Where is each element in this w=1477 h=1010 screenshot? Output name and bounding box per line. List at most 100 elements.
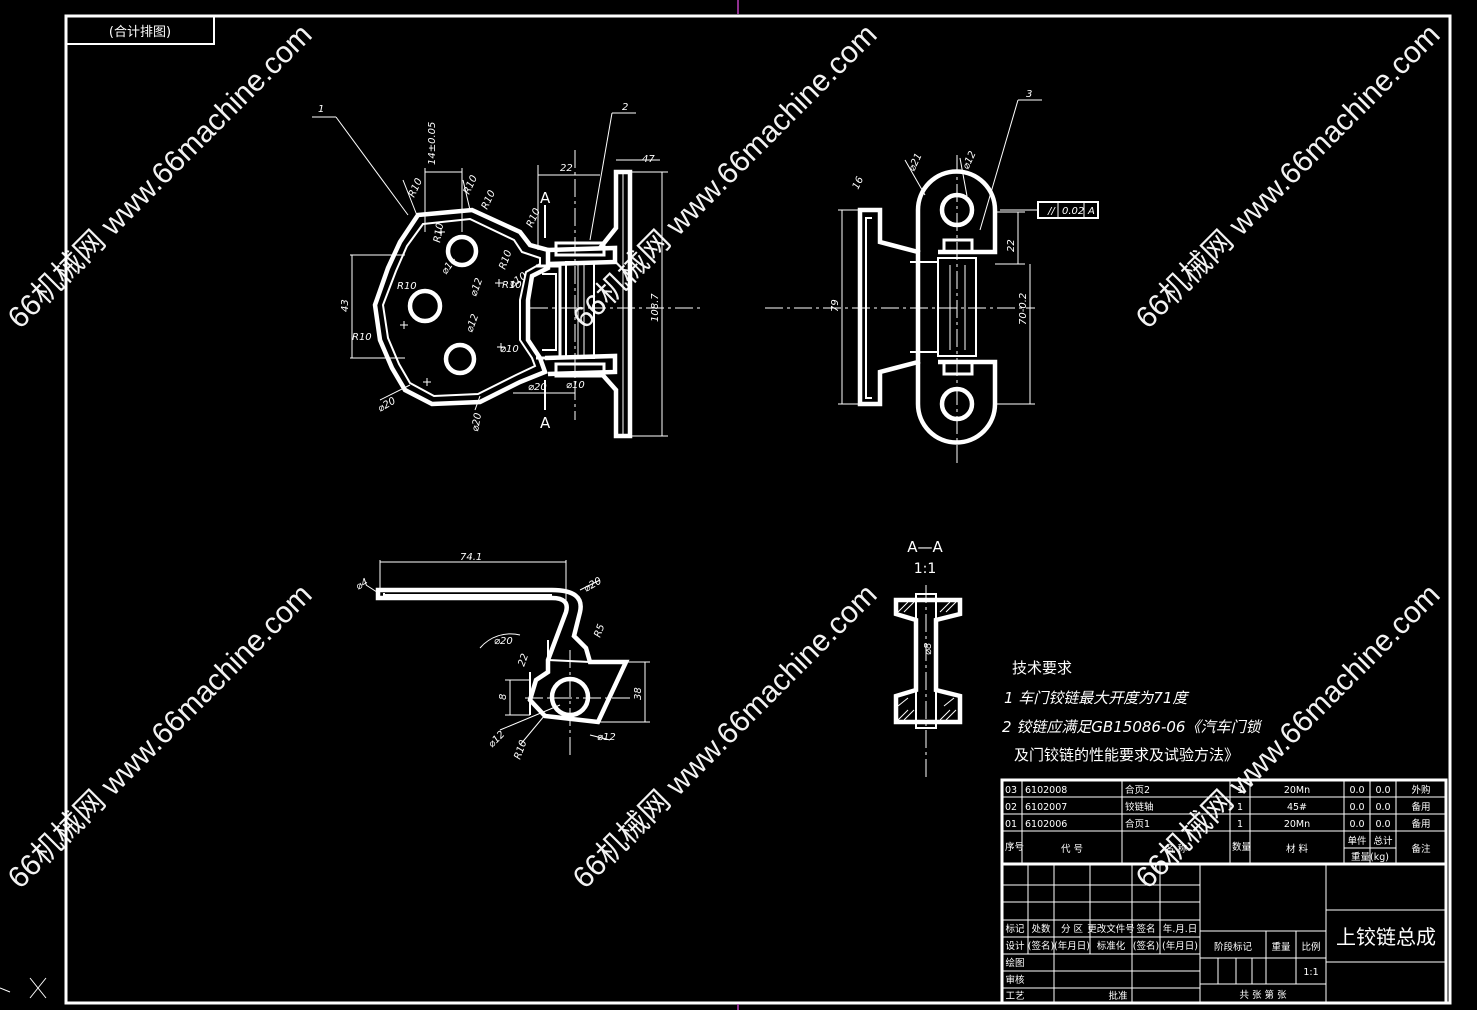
tb-scale-value: 1:1 <box>1303 967 1318 978</box>
dim-side-70: 70-0.2 <box>1018 293 1029 325</box>
tech-req-item-1: 1 车门铰链最大开度为71度 <box>1004 689 1189 707</box>
dim-front-r10-f: R10 <box>497 249 514 271</box>
dim-side-79: 79 <box>830 299 841 312</box>
callout-2: 2 <box>622 102 628 113</box>
parts-header-qty: 数量 <box>1232 841 1252 853</box>
dim-front-d20-a: ⌀20 <box>376 396 398 415</box>
dim-bottom-d4: ⌀4 <box>354 577 370 593</box>
parts-header-code: 代 号 <box>1061 844 1083 855</box>
hole-top <box>445 234 479 268</box>
tolerance-symbol: // <box>1047 206 1056 217</box>
side-view-labels: 3 ⌀21 ⌀12 16 22 79 70-0.2 // 0.02 A <box>830 89 1095 325</box>
tb-drawing-label: 绘图 <box>1005 957 1024 969</box>
tb-weight-label: 重量 <box>1271 941 1291 953</box>
parts-header-material: 材 料 <box>1286 843 1309 855</box>
tolerance-frame <box>1037 201 1099 219</box>
dim-front-r10-c: R10 <box>480 189 498 211</box>
dim-front-r10-h: R10 <box>352 332 372 343</box>
header-label: (合计排图) <box>109 25 171 40</box>
dim-front-r10-i: R10 <box>502 280 522 291</box>
tb-label-zone: 分 区 <box>1061 924 1084 935</box>
tb-approve-label: 批准 <box>1108 990 1128 1002</box>
dim-bottom-d20-b: ⌀20 <box>494 636 513 647</box>
part-row-3-note: 备用 <box>1411 818 1430 830</box>
dim-bottom-d20-a: ⌀20 <box>582 576 604 595</box>
tech-req-title: 技术要求 <box>1012 659 1072 677</box>
dim-bottom-741: 74.1 <box>460 552 482 563</box>
part-row-3-code: 6102006 <box>1025 819 1067 830</box>
part-row-2-name: 铰链轴 <box>1125 801 1154 813</box>
dim-front-22: 22 <box>560 163 573 174</box>
tech-req-item-2: 2 铰链应满足GB15086-06《汽车门锁 <box>1002 718 1262 736</box>
part-row-2-material: 45# <box>1287 802 1307 813</box>
tb-design-label: 设计 <box>1005 940 1025 952</box>
bottom-view-labels: 74.1 ⌀4 ⌀20 ⌀20 R5 22 8 ⌀12 R10 38 ⌀12 <box>354 552 644 761</box>
dim-front-47: 47 <box>642 154 655 165</box>
part-row-3-qty: 1 <box>1237 819 1243 830</box>
dim-side-d21: ⌀21 <box>907 152 925 174</box>
part-row-2-seq: 02 <box>1005 802 1017 813</box>
dim-front-r10-g: R10 <box>397 281 417 292</box>
dim-bottom-d12-a: ⌀12 <box>486 729 507 750</box>
dim-front-r10-d: R10 <box>525 207 543 229</box>
hole-bottom <box>443 342 477 376</box>
tb-standard-sign: (签名) <box>1133 940 1159 952</box>
dim-front-d10-c: ⌀10 <box>566 380 585 391</box>
dim-bottom-r5: R5 <box>592 623 607 639</box>
tech-req-item-3: 及门铰链的性能要求及试验方法》 <box>1014 746 1239 764</box>
part-row-1-name: 合页2 <box>1125 784 1150 796</box>
tb-label-mark: 标记 <box>1005 923 1025 935</box>
tb-review-label: 审核 <box>1005 974 1025 986</box>
tb-label-change-doc: 更改文件号 <box>1087 923 1135 935</box>
part-row-1-material: 20Mn <box>1284 785 1310 796</box>
part-row-2-total: 0.0 <box>1375 802 1390 813</box>
tb-design-sign: (签名) <box>1028 940 1054 952</box>
tb-design-date: (年月日) <box>1054 940 1090 952</box>
front-view: A A <box>312 112 700 439</box>
part-row-2-code: 6102007 <box>1025 802 1067 813</box>
dim-front-108: 108.7 <box>650 293 661 322</box>
watermark-1: 66机械网 www.66machine.com <box>2 18 319 335</box>
section-marker-top: A <box>540 189 551 207</box>
part-row-3-seq: 01 <box>1005 819 1017 830</box>
tb-standard-label: 标准化 <box>1097 940 1126 952</box>
section-title: A—A <box>907 538 943 556</box>
part-row-3-material: 20Mn <box>1284 819 1310 830</box>
tb-standard-date: (年月日) <box>1162 940 1198 952</box>
section-marker-bottom: A <box>540 414 551 432</box>
part-row-1-note: 外购 <box>1411 784 1430 796</box>
callout-1: 1 <box>318 104 324 115</box>
dim-front-14: 14±0.05 <box>427 122 438 165</box>
bottom-view <box>365 560 650 755</box>
parts-header-name: 名 称 <box>1165 843 1188 855</box>
section-scale: 1:1 <box>914 561 937 577</box>
part-row-2-note: 备用 <box>1411 801 1430 813</box>
dim-front-d10-a: ⌀10 <box>500 344 519 355</box>
part-row-2-unit: 0.0 <box>1349 802 1364 813</box>
dim-front-d12-a: ⌀12 <box>468 277 485 298</box>
dim-front-r10-e: R10 <box>432 222 446 243</box>
part-row-2-qty: 1 <box>1237 802 1243 813</box>
dim-front-d20-b: ⌀20 <box>528 382 547 393</box>
dim-bottom-d12-b: ⌀12 <box>597 732 616 743</box>
parts-header-unit: 单件 <box>1347 835 1367 847</box>
watermark-3: 66机械网 www.66machine.com <box>1130 18 1447 335</box>
side-view <box>765 99 1099 465</box>
tb-label-sign: 签名 <box>1136 923 1155 935</box>
callout-3: 3 <box>1026 89 1032 100</box>
dim-bottom-r10: R10 <box>512 739 529 761</box>
tech-requirements: 技术要求 1 车门铰链最大开度为71度 2 铰链应满足GB15086-06《汽车… <box>1002 659 1262 764</box>
drawing-border <box>64 14 1452 1005</box>
tb-sheet-info: 共 张 第 张 <box>1239 989 1287 1001</box>
parts-header-total: 总计 <box>1373 835 1393 847</box>
parts-header-note: 备注 <box>1411 843 1431 855</box>
dim-bottom-22: 22 <box>516 652 531 668</box>
header-label-box <box>65 15 215 45</box>
dim-front-r10-a: R10 <box>407 177 425 199</box>
dim-bottom-38: 38 <box>633 687 644 700</box>
part-row-3-unit: 0.0 <box>1349 819 1364 830</box>
drawing-title: 上铰链总成 <box>1336 925 1436 949</box>
dim-front-r10-b: R10 <box>462 174 480 196</box>
part-row-1-qty: 1 <box>1237 785 1243 796</box>
